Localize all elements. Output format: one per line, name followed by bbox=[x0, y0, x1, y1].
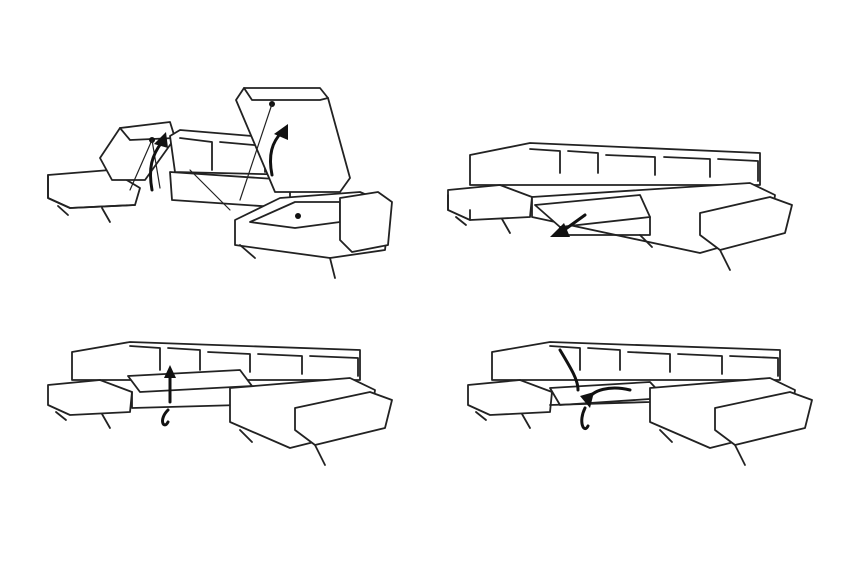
sofa-storage-lift-icon bbox=[47, 87, 393, 279]
panel-step-3-lift-seat bbox=[40, 330, 400, 490]
sofa-pull-out-icon bbox=[447, 142, 793, 271]
panel-step-4-fold-flat bbox=[460, 330, 820, 500]
sofa-lift-seat-icon bbox=[47, 341, 393, 466]
sofa-bed-flat-icon bbox=[467, 341, 813, 466]
panel-step-2-pull-out bbox=[440, 135, 800, 295]
panel-step-1-storage-open bbox=[40, 80, 400, 290]
